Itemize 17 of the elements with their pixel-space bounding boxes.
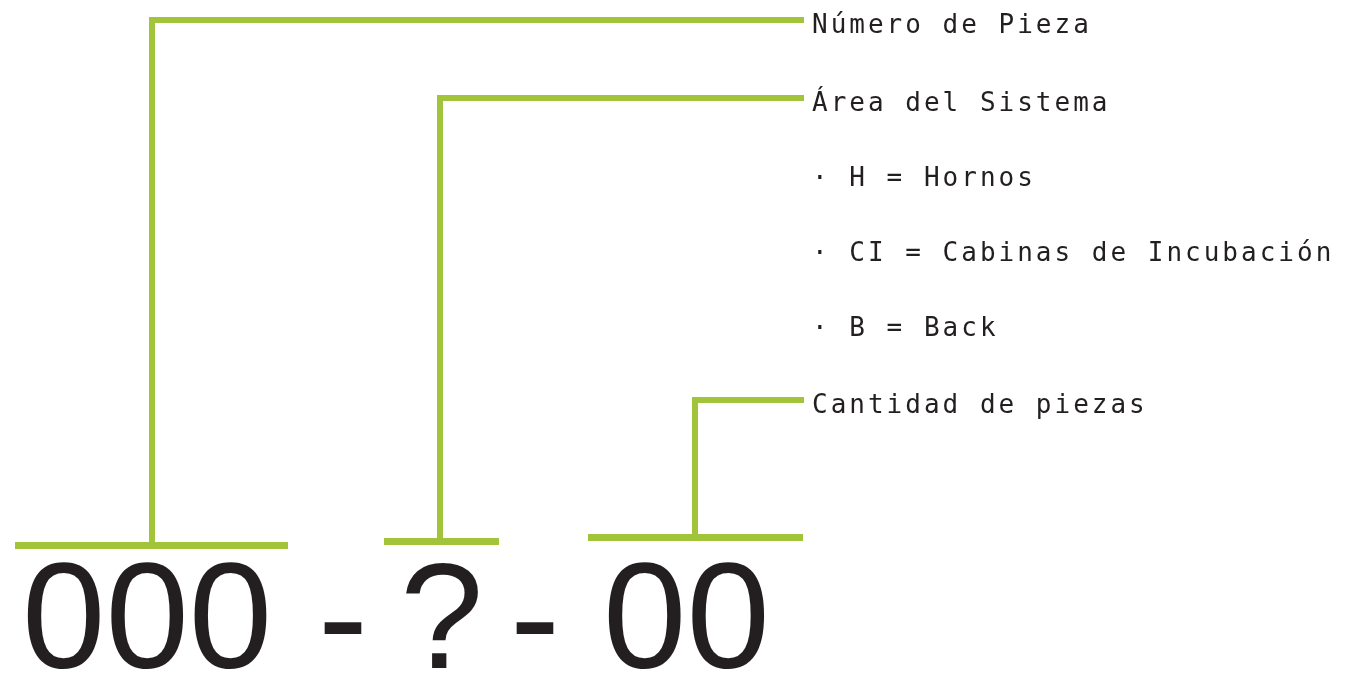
- code-separator: -: [318, 557, 368, 675]
- list-item-text: · H = Hornos: [812, 161, 1036, 193]
- list-item-text: · B = Back: [812, 311, 999, 343]
- code-digits: 000: [22, 557, 273, 675]
- list-item-text: · CI = Cabinas de Incubación: [812, 236, 1335, 268]
- underline-bar: [15, 542, 288, 549]
- leader-line: [692, 397, 804, 534]
- leader-line: [437, 95, 804, 538]
- code-digits: 00: [603, 557, 770, 675]
- callout-label: Área del Sistema: [812, 86, 1111, 118]
- code-separator: -: [510, 557, 560, 675]
- code-question-mark: ?: [400, 557, 484, 675]
- underline-bar: [588, 534, 803, 541]
- leader-line: [149, 17, 804, 542]
- underline-bar: [384, 538, 499, 545]
- callout-label: Cantidad de piezas: [812, 388, 1148, 420]
- callout-label: Número de Pieza: [812, 8, 1092, 40]
